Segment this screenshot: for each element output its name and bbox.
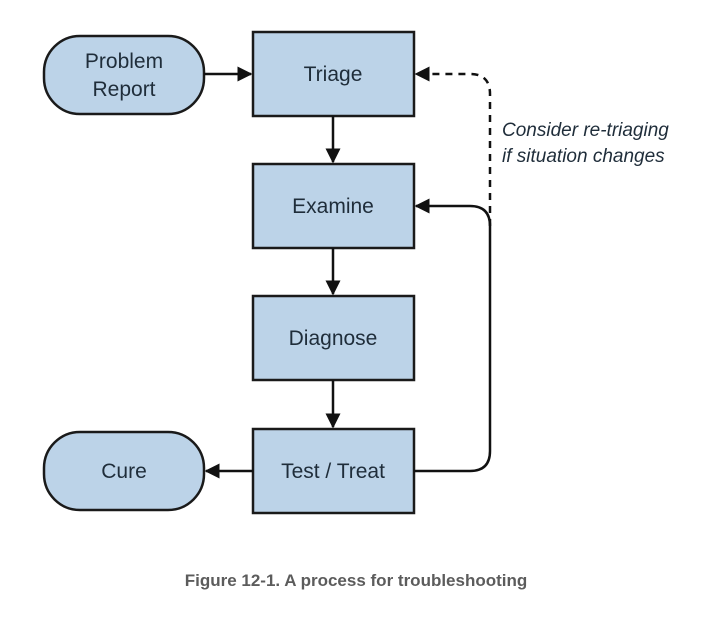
node-test-treat-label: Test / Treat	[281, 460, 385, 483]
edge-test-treat-loop-to-examine	[414, 198, 492, 473]
retriage-note-line1: Consider re-triaging	[502, 120, 669, 141]
retriage-note-line2: if situation changes	[502, 146, 665, 167]
node-cure	[42, 430, 206, 512]
node-examine	[251, 162, 416, 250]
node-triage	[251, 30, 416, 118]
node-problem-report-label-line1: Problem	[85, 50, 163, 73]
edge-dashed-retriage-to-triage	[414, 66, 492, 226]
node-examine-label: Examine	[292, 195, 374, 218]
figure-caption: Figure 12-1. A process for troubleshooti…	[185, 571, 528, 590]
node-diagnose-label: Diagnose	[289, 327, 378, 350]
node-cure-label: Cure	[101, 460, 147, 483]
node-problem-report-label-line2: Report	[92, 78, 155, 101]
node-triage-label: Triage	[304, 63, 363, 86]
node-problem-report	[42, 34, 206, 116]
